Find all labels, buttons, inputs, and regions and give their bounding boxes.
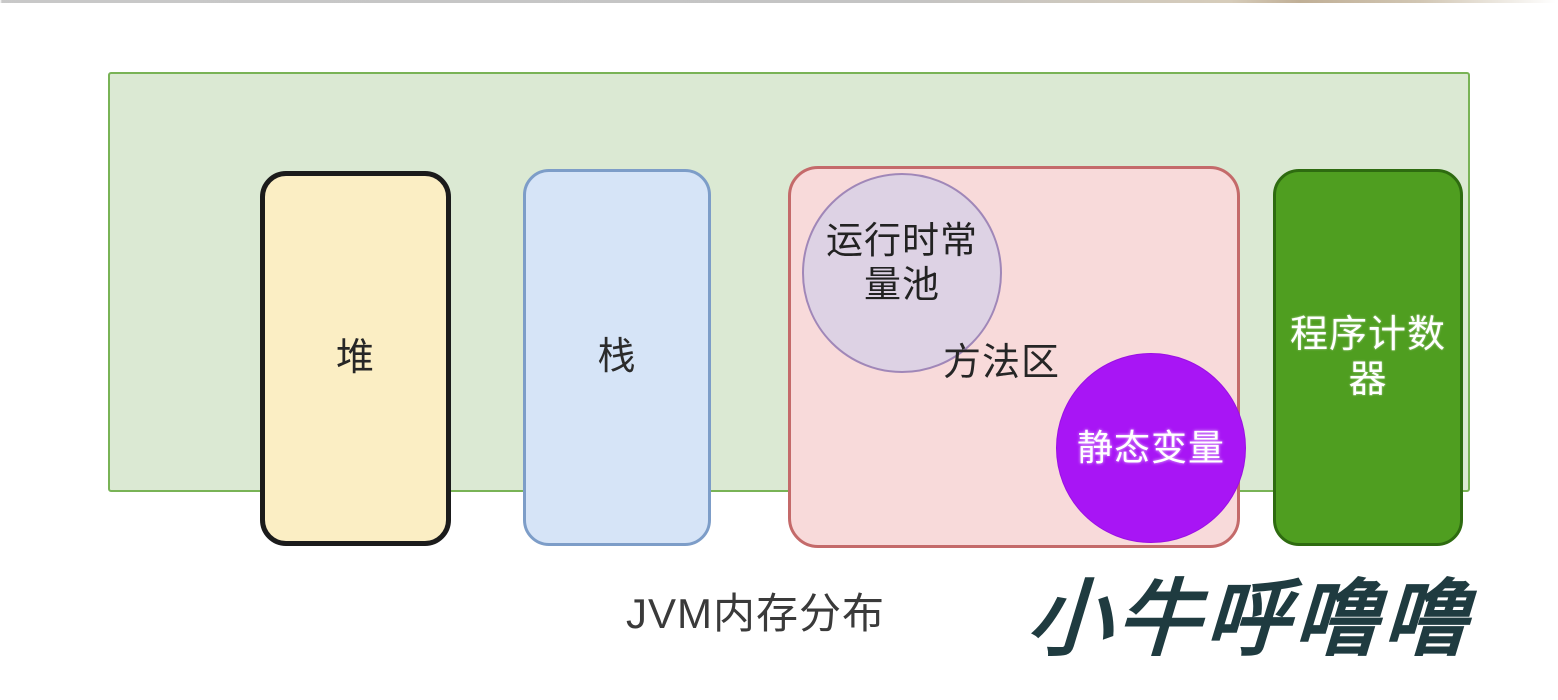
region-stack: 栈 (523, 169, 711, 546)
region-stack-label: 栈 (597, 336, 637, 379)
region-method-area-label: 方法区 (943, 342, 1061, 384)
jvm-memory-container: 堆 栈 运行时常 量池 方法区 静态变量 程序计数 器 (108, 72, 1470, 548)
scan-artifact-line (0, 0, 1558, 3)
circle-static-variables: 静态变量 (1056, 353, 1246, 543)
circle-runtime-constant-pool-label: 运行时常 量池 (826, 219, 978, 305)
region-program-counter: 程序计数 器 (1273, 169, 1463, 546)
region-heap-label: 堆 (335, 337, 375, 380)
diagram-title: JVM内存分布 (626, 590, 886, 637)
circle-static-variables-label: 静态变量 (1076, 427, 1225, 469)
region-method-area: 运行时常 量池 方法区 静态变量 (788, 166, 1246, 548)
author-watermark: 小牛呼噜噜 (1025, 569, 1476, 668)
region-heap: 堆 (260, 171, 451, 546)
region-program-counter-label: 程序计数 器 (1289, 313, 1446, 401)
